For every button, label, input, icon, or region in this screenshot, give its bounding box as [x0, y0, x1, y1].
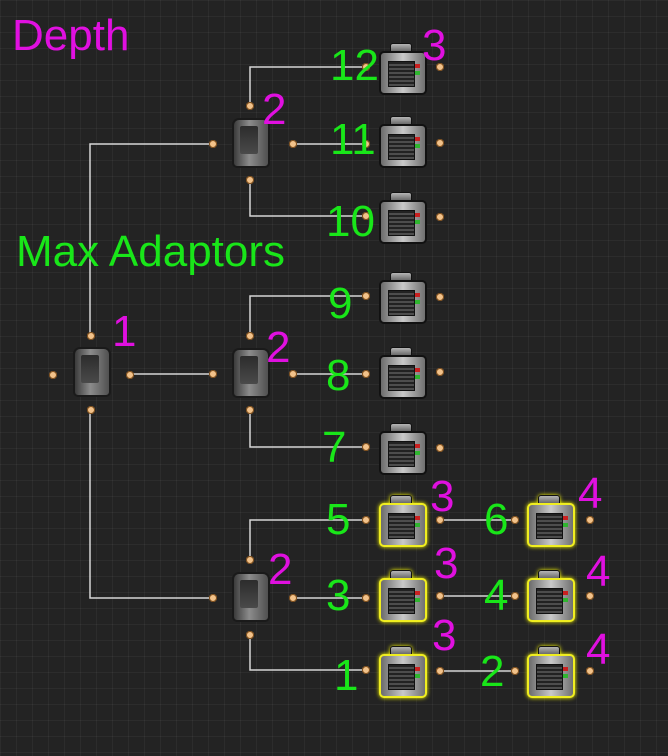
port-root-bottom[interactable] — [87, 406, 95, 414]
depth-label-server-2: 4 — [586, 625, 611, 674]
upper-splitter-icon[interactable] — [232, 118, 270, 168]
adaptor-label-server-9: 9 — [328, 279, 353, 328]
depth-label-server-3: 3 — [434, 539, 459, 588]
port-server-9-out[interactable] — [436, 293, 444, 301]
port-server-6-out[interactable] — [586, 516, 594, 524]
port-middle-right[interactable] — [289, 370, 297, 378]
wire-middle-7 — [249, 410, 365, 448]
port-server-9-in[interactable] — [362, 292, 370, 300]
port-upper-in[interactable] — [209, 140, 217, 148]
server-5-icon[interactable] — [377, 495, 427, 547]
server-11-icon[interactable] — [377, 116, 427, 168]
port-server-2-out[interactable] — [586, 667, 594, 675]
port-root-right[interactable] — [126, 371, 134, 379]
adaptor-label-server-5: 5 — [326, 495, 351, 544]
port-middle-in[interactable] — [209, 370, 217, 378]
port-server-8-in[interactable] — [362, 370, 370, 378]
port-root-top[interactable] — [87, 332, 95, 340]
port-middle-top[interactable] — [246, 332, 254, 340]
wire-middle-9 — [249, 295, 365, 336]
port-upper-bottom[interactable] — [246, 176, 254, 184]
port-lower-top[interactable] — [246, 556, 254, 564]
depth-label-lower: 2 — [268, 545, 293, 594]
wire-root-lower — [89, 410, 213, 599]
port-root-in[interactable] — [49, 371, 57, 379]
server-4-icon[interactable] — [525, 570, 575, 622]
adaptor-label-server-10: 10 — [326, 197, 375, 246]
server-8-icon[interactable] — [377, 347, 427, 399]
depth-label-server-12: 3 — [422, 21, 447, 70]
server-6-icon[interactable] — [525, 495, 575, 547]
depth-label-upper: 2 — [262, 85, 287, 134]
root-splitter-icon[interactable] — [73, 347, 111, 397]
adaptor-label-server-11: 11 — [330, 115, 376, 164]
depth-title: Depth — [12, 11, 130, 60]
port-upper-right[interactable] — [289, 140, 297, 148]
adaptor-label-server-3: 3 — [326, 571, 351, 620]
port-lower-right[interactable] — [289, 594, 297, 602]
port-server-4-in[interactable] — [511, 592, 519, 600]
port-server-3-in[interactable] — [362, 594, 370, 602]
adaptor-label-server-1: 1 — [334, 651, 359, 700]
wire-upper-12 — [249, 66, 365, 106]
server-10-icon[interactable] — [377, 192, 427, 244]
adaptor-label-server-4: 4 — [484, 571, 509, 620]
port-server-12-out[interactable] — [436, 63, 444, 71]
port-server-10-in[interactable] — [362, 212, 370, 220]
wire-lower-1 — [249, 635, 365, 671]
server-9-icon[interactable] — [377, 272, 427, 324]
port-lower-in[interactable] — [209, 594, 217, 602]
max-adaptors-title: Max Adaptors — [16, 227, 286, 276]
lower-splitter-icon[interactable] — [232, 572, 270, 622]
port-lower-bottom[interactable] — [246, 631, 254, 639]
middle-splitter-icon[interactable] — [232, 348, 270, 398]
wire-root-upper — [89, 143, 213, 336]
port-server-7-out[interactable] — [436, 444, 444, 452]
depth-label-server-1: 3 — [432, 611, 457, 660]
port-server-7-in[interactable] — [362, 443, 370, 451]
port-server-3-out[interactable] — [436, 592, 444, 600]
port-upper-top[interactable] — [246, 102, 254, 110]
server-1-icon[interactable] — [377, 646, 427, 698]
depth-label-server-5: 3 — [430, 472, 455, 521]
adaptor-label-server-12: 12 — [330, 41, 379, 90]
port-server-1-in[interactable] — [362, 666, 370, 674]
server-7-icon[interactable] — [377, 423, 427, 475]
depth-label-root: 1 — [112, 307, 137, 356]
server-3-icon[interactable] — [377, 570, 427, 622]
server-2-icon[interactable] — [525, 646, 575, 698]
port-middle-bottom[interactable] — [246, 406, 254, 414]
adaptor-label-server-6: 6 — [484, 495, 509, 544]
port-server-12-in[interactable] — [362, 63, 370, 71]
port-server-5-in[interactable] — [362, 516, 370, 524]
wire-upper-10 — [249, 180, 365, 217]
port-server-8-out[interactable] — [436, 368, 444, 376]
port-server-11-in[interactable] — [362, 140, 370, 148]
depth-label-server-4: 4 — [586, 547, 611, 596]
server-12-icon[interactable] — [377, 43, 427, 95]
port-server-1-out[interactable] — [436, 667, 444, 675]
port-server-5-out[interactable] — [436, 516, 444, 524]
adaptor-label-server-7: 7 — [322, 423, 347, 472]
adaptor-label-server-2: 2 — [480, 647, 505, 696]
port-server-11-out[interactable] — [436, 139, 444, 147]
port-server-4-out[interactable] — [586, 592, 594, 600]
port-server-10-out[interactable] — [436, 213, 444, 221]
depth-label-server-6: 4 — [578, 469, 603, 518]
adaptor-label-server-8: 8 — [326, 351, 351, 400]
port-server-6-in[interactable] — [511, 516, 519, 524]
port-server-2-in[interactable] — [511, 667, 519, 675]
depth-label-middle: 2 — [266, 323, 291, 372]
wire-lower-5 — [249, 519, 365, 560]
